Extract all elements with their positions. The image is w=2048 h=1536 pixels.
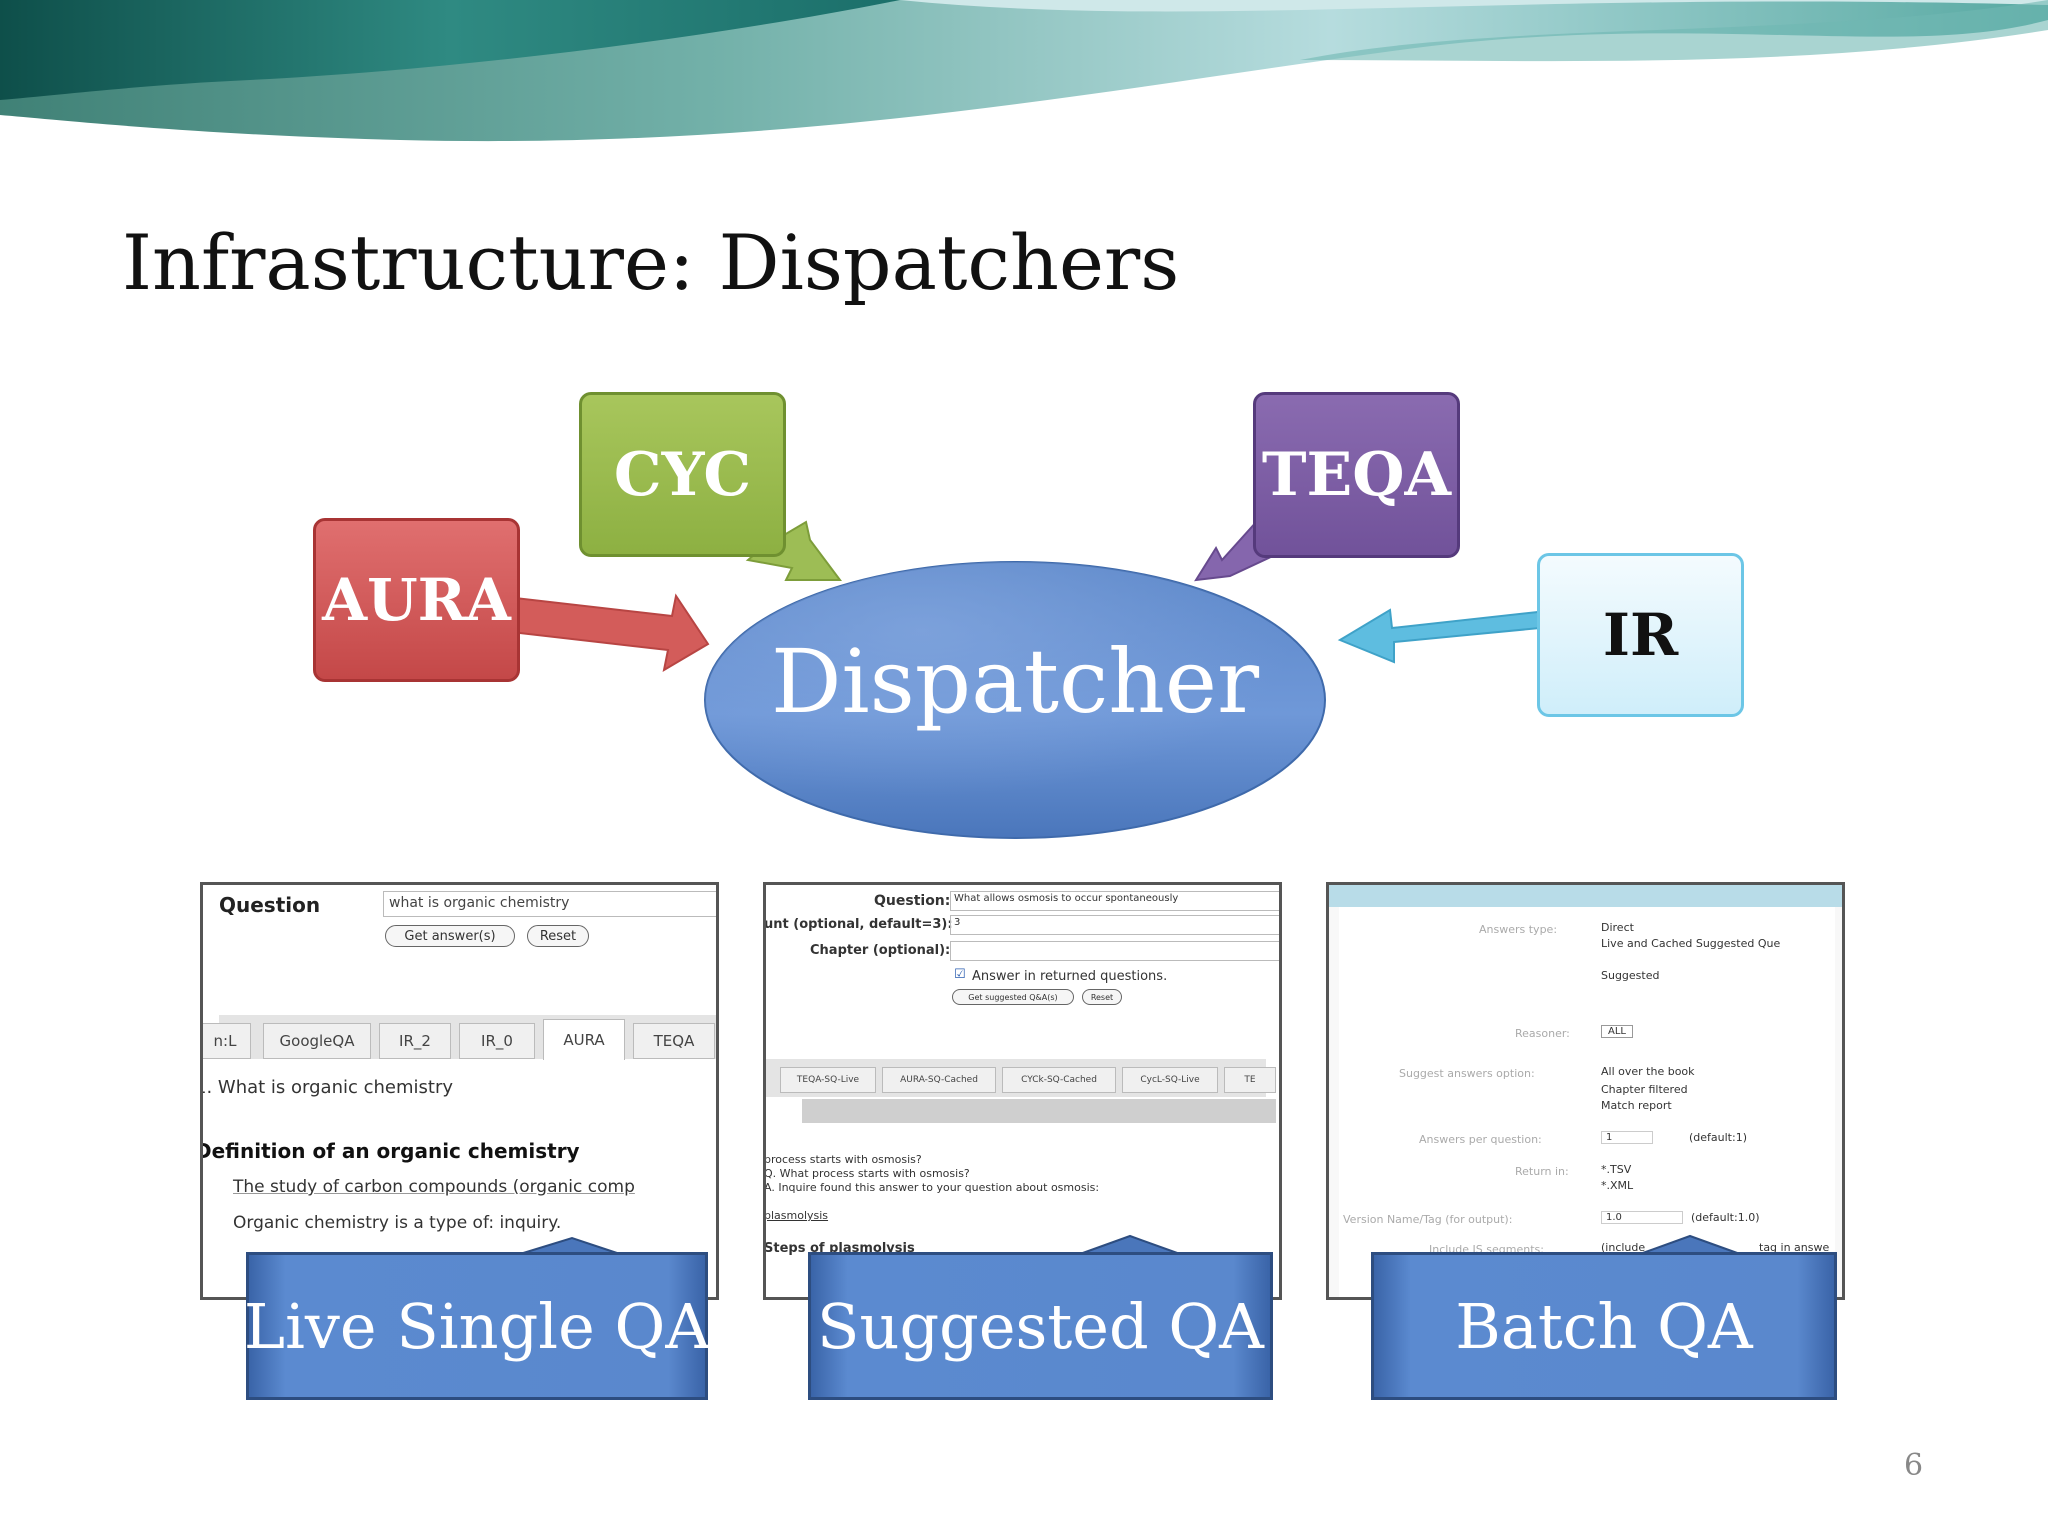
batch-form: Answers type: Direct Live and Cached Sug… [1339,907,1835,1297]
batch-key-3: Suggest answers option: [1399,1067,1535,1080]
batch-qa-label: Batch QA [1371,1252,1837,1400]
sq-tab-3: CYCk-SQ-Cached [1002,1067,1116,1093]
sq-tab-5: TE [1224,1067,1276,1093]
sq-question-value: What allows osmosis to occur spontaneous… [954,893,1179,904]
teqa-node: TEQA [1253,392,1460,558]
cyc-node: CYC [579,392,786,557]
tab-teqa: TEQA [633,1023,715,1059]
tab-ir-2: IR_2 [379,1023,451,1059]
batch-val-3a: All over the book [1601,1065,1695,1078]
question-label: Question [219,893,321,917]
question-input-value: what is organic chemistry [389,895,570,911]
sq-line-3: A. Inquire found this answer to your que… [764,1181,1100,1194]
batch-val-2: ALL [1601,1025,1633,1038]
header-wave-banner [0,0,2048,142]
sq-question-label: Question: [874,893,951,909]
sq-checkbox-icon: ☑ [954,967,966,982]
sq-tab-2: AURA-SQ-Cached [882,1067,996,1093]
batch-val-3b: Chapter filtered [1601,1083,1688,1096]
answer-type-line: Organic chemistry is a type of: inquiry. [233,1213,562,1233]
reset-button: Reset [527,925,589,947]
tab-aura: AURA [543,1019,625,1060]
sq-get-button: Get suggested Q&A(s) [952,989,1074,1005]
batch-qa-screenshot: Answers type: Direct Live and Cached Sug… [1326,882,1845,1300]
batch-val-7b: tag in answe [1759,1241,1830,1254]
batch-header-bar [1329,885,1842,907]
batch-val-3c: Match report [1601,1099,1672,1112]
live-single-qa-screenshot: Question what is organic chemistry Get a… [200,882,719,1300]
page-number: 6 [1904,1448,1924,1483]
aura-arrow [509,593,710,673]
cyc-arrow [745,520,842,581]
batch-val-6a: 1.0 [1601,1211,1683,1224]
sq-reset-button: Reset [1082,989,1122,1005]
sq-chapter-label: Chapter (optional): [810,943,951,958]
sq-chapter-input [950,941,1279,961]
sq-tab-4: CycL-SQ-Live [1122,1067,1218,1093]
sq-checkbox-label: Answer in returned questions. [972,969,1168,984]
tab-nl: n:L [203,1023,251,1059]
live-single-qa-label: Live Single QA [244,1252,710,1400]
batch-key-5: Return in: [1515,1165,1569,1178]
dispatcher-diagram [509,518,1542,839]
suggested-qa-label: Suggested QA [808,1252,1273,1400]
batch-key-6: Version Name/Tag (for output): [1343,1213,1513,1226]
tab-ir-0: IR_0 [459,1023,535,1059]
batch-val-7a: (include [1601,1241,1646,1254]
sq-result-bar [802,1099,1276,1123]
dispatcher-label: Dispatcher [770,630,1260,733]
batch-val-5a: *.TSV [1601,1163,1632,1176]
batch-val-5b: *.XML [1601,1179,1634,1192]
sq-question-input [950,891,1279,911]
ir-node: IR [1537,553,1744,717]
sq-line-1: process starts with osmosis? [764,1153,922,1166]
get-answers-button: Get answer(s) [385,925,515,947]
answer-definition-text: The study of carbon compounds (organic c… [233,1177,635,1197]
batch-key-4: Answers per question: [1419,1133,1542,1146]
sq-count-input [950,915,1279,935]
answer-question-line: 1. What is organic chemistry [200,1077,453,1098]
batch-key-2: Reasoner: [1515,1027,1570,1040]
sq-count-label: unt (optional, default=3): [764,917,953,932]
batch-val-1a: Direct [1601,921,1634,934]
sq-tab-1: TEQA-SQ-Live [780,1067,876,1093]
batch-key-1: Answers type: [1479,923,1558,936]
sq-count-value: 3 [954,917,961,928]
batch-val-6b: (default:1.0) [1691,1211,1760,1224]
batch-val-1c: Suggested [1601,969,1660,982]
aura-node: AURA [313,518,520,682]
batch-val-4a: 1 [1601,1131,1654,1144]
suggested-qa-screenshot: Question: What allows osmosis to occur s… [763,882,1282,1300]
sq-line-2: Q. What process starts with osmosis? [764,1167,970,1180]
sq-line-4: plasmolysis [764,1209,829,1222]
tab-googleqa: GoogleQA [263,1023,371,1059]
slide-title: Infrastructure: Dispatchers [122,218,1180,307]
batch-val-4b: (default:1) [1689,1131,1747,1144]
answer-definition-heading: Definition of an organic chemistry [200,1139,580,1163]
batch-val-1b: Live and Cached Suggested Que [1601,937,1781,950]
ir-arrow [1337,608,1542,664]
question-input [383,891,716,917]
